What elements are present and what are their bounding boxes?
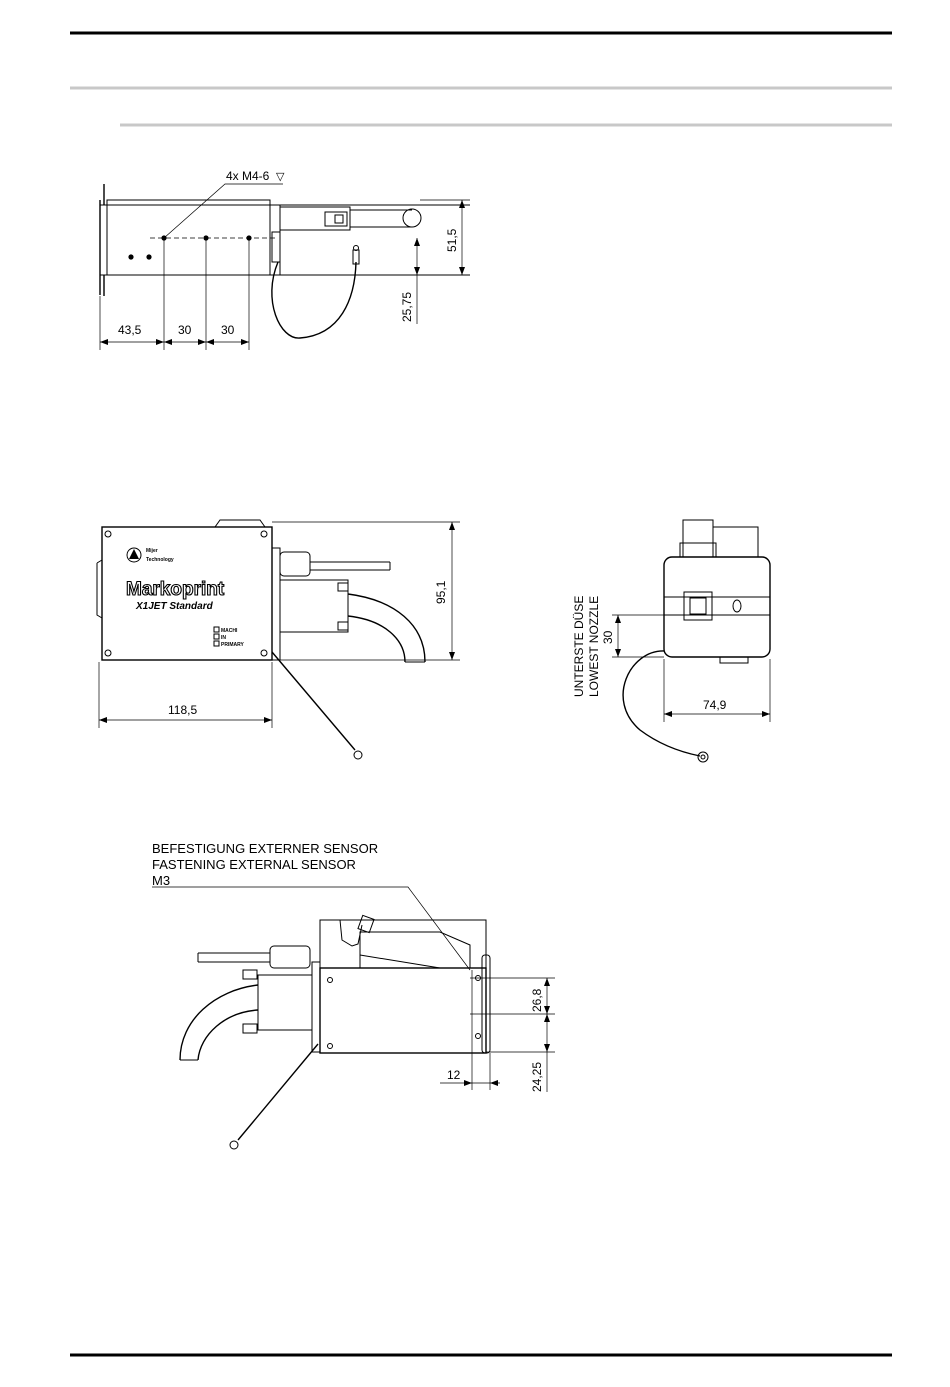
- nozzle-label-en: LOWEST NOZZLE: [587, 596, 601, 697]
- mount-hole: [203, 235, 208, 240]
- top-view: [100, 184, 470, 350]
- logo-model: X1JET Standard: [135, 601, 214, 612]
- dim-30-b: 30: [221, 323, 235, 337]
- dim-24-25: 24,25: [530, 1062, 544, 1092]
- dim-side-30: 30: [601, 630, 615, 644]
- dim-25-75: 25,75: [400, 292, 414, 322]
- front-view: [97, 520, 460, 759]
- dim-43-5: 43,5: [118, 323, 142, 337]
- logo-company-1: Mijer: [146, 548, 158, 554]
- mount-hole: [246, 235, 251, 240]
- dim-12: 12: [447, 1068, 461, 1082]
- led-label-3: PRIMARY: [221, 642, 245, 648]
- logo-company-2: Technology: [146, 557, 174, 563]
- dim-118-5: 118,5: [168, 703, 197, 717]
- sensor-note-de: BEFESTIGUNG EXTERNER SENSOR: [152, 841, 378, 856]
- dim-30-a: 30: [178, 323, 192, 337]
- sensor-note-thread: M3: [152, 873, 170, 888]
- logo-brand: Markoprint: [126, 579, 225, 600]
- sensor-note-en: FASTENING EXTERNAL SENSOR: [152, 857, 356, 872]
- dim-95-1: 95,1: [434, 580, 448, 604]
- led-label-1: MACHI: [221, 628, 238, 634]
- dim-51-5: 51,5: [445, 228, 459, 252]
- led-label-2: IN: [221, 635, 226, 641]
- hole-callout: 4x M4-6: [226, 169, 270, 183]
- dim-74-9: 74,9: [703, 698, 727, 712]
- dim-26-8: 26,8: [530, 988, 544, 1012]
- nozzle-label-de: UNTERSTE DÜSE: [572, 596, 586, 697]
- depth-symbol: ▽: [276, 170, 285, 183]
- side-view: [612, 520, 770, 762]
- bottom-view: [152, 887, 555, 1149]
